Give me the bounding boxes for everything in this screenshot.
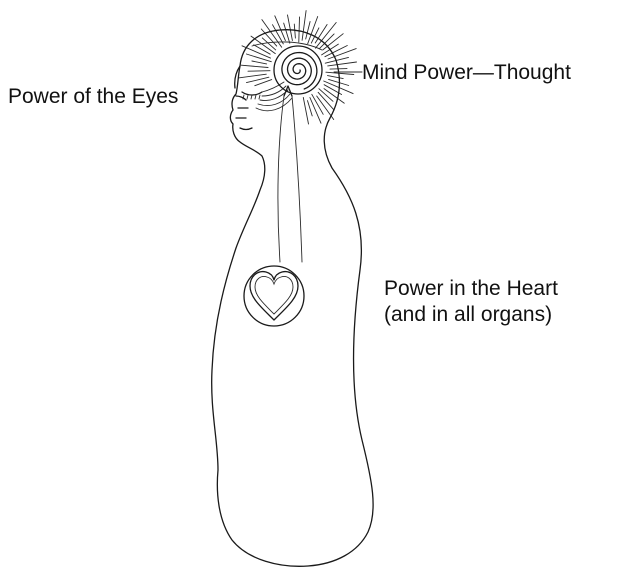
eye-lash bbox=[247, 95, 248, 99]
heart-power-label: Power in the Heart (and in all organs) bbox=[384, 276, 558, 328]
spine-cord-right bbox=[292, 96, 302, 262]
eye-lash bbox=[259, 95, 260, 99]
radiance-ray bbox=[255, 80, 272, 86]
radiance-ray bbox=[294, 24, 295, 38]
radiance-ray bbox=[275, 16, 286, 41]
eyes-power-label: Power of the Eyes bbox=[8, 84, 178, 110]
radiance-ray bbox=[328, 76, 344, 79]
radiance-ray bbox=[252, 61, 267, 64]
heart-label-line2: (and in all organs) bbox=[384, 302, 558, 328]
eye-lash bbox=[255, 95, 256, 99]
eye-nerve-lines bbox=[256, 82, 292, 111]
body-outline bbox=[212, 30, 373, 567]
mind-spiral bbox=[282, 53, 317, 90]
eye-lashes bbox=[243, 95, 260, 99]
heart-icon bbox=[250, 272, 298, 320]
radiance-ray bbox=[326, 72, 354, 74]
radiance-ray bbox=[302, 11, 306, 41]
radiance-ray bbox=[284, 23, 290, 43]
radiance-ray bbox=[241, 65, 268, 67]
heart-inner-outline bbox=[255, 276, 293, 314]
radiance-ray bbox=[273, 25, 284, 44]
radiance-ray bbox=[306, 22, 310, 40]
eye-closed bbox=[242, 92, 262, 95]
spine-cord-left bbox=[278, 96, 284, 262]
heart-label-line1: Power in the Heart bbox=[384, 276, 558, 302]
radiance-ray bbox=[239, 74, 267, 78]
radiance-ray bbox=[246, 54, 271, 62]
radiance-ray bbox=[254, 45, 271, 54]
radiance-ray bbox=[299, 17, 300, 42]
mind-power-label: Mind Power—Thought bbox=[362, 60, 571, 86]
radiance-ray bbox=[248, 71, 270, 72]
mind-radiance-rays bbox=[239, 11, 357, 124]
radiance-ray bbox=[328, 62, 357, 66]
radiance-ray bbox=[262, 38, 275, 50]
radiance-ray bbox=[308, 101, 313, 116]
